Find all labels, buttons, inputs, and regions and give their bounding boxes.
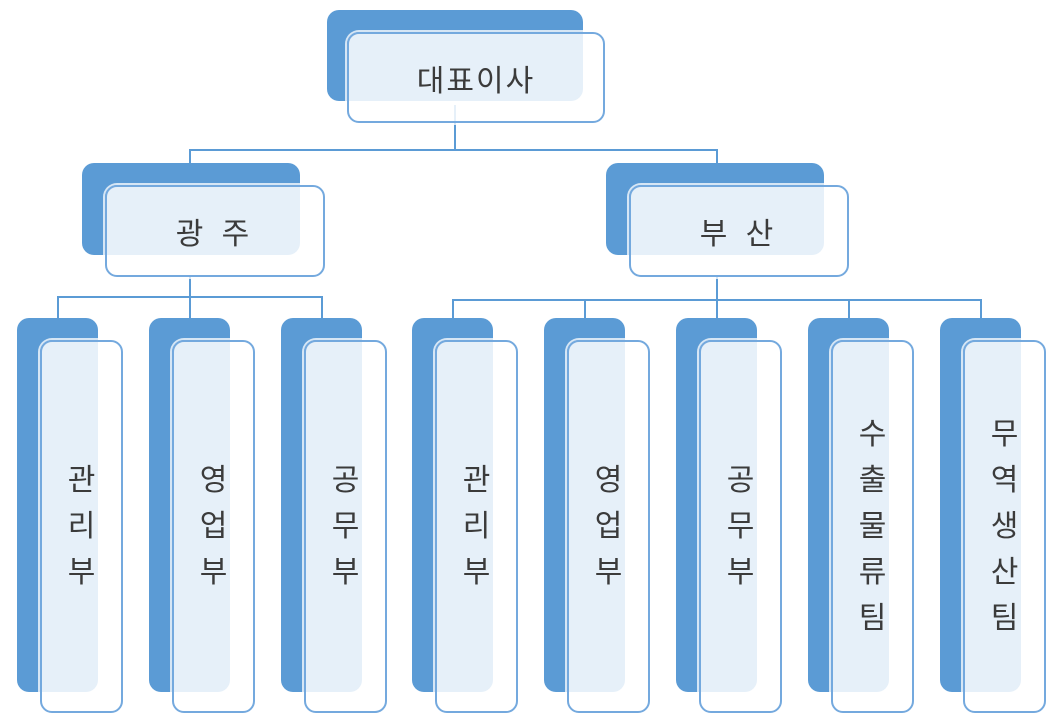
node-label: 광 주 [175, 218, 255, 251]
node-card[interactable]: 대표이사 [347, 32, 605, 123]
node-label: 무역생산팀 [990, 417, 1019, 635]
node-label: 영업부 [199, 463, 228, 589]
connector-root-bus [189, 149, 718, 163]
node-label: 관리부 [462, 463, 491, 589]
node-card[interactable]: 광 주 [105, 185, 325, 277]
node-card[interactable]: 관리부 [40, 340, 123, 713]
node-label: 대표이사 [416, 64, 536, 98]
node-card[interactable]: 영업부 [172, 340, 255, 713]
node-card[interactable]: 수출물류팀 [831, 340, 914, 713]
node-label: 수출물류팀 [858, 417, 887, 635]
connector-busan-bus [452, 299, 982, 318]
node-card[interactable]: 무역생산팀 [963, 340, 1046, 713]
connector-gwangju-bus [57, 296, 323, 318]
node-label: 관리부 [67, 463, 96, 589]
node-card[interactable]: 공무부 [699, 340, 782, 713]
node-label: 공무부 [331, 463, 360, 589]
node-card[interactable]: 영업부 [567, 340, 650, 713]
node-label: 영업부 [594, 463, 623, 589]
node-label: 부 산 [699, 218, 779, 251]
node-card[interactable]: 공무부 [304, 340, 387, 713]
node-card[interactable]: 관리부 [435, 340, 518, 713]
node-card[interactable]: 부 산 [629, 185, 849, 277]
node-label: 공무부 [726, 463, 755, 589]
